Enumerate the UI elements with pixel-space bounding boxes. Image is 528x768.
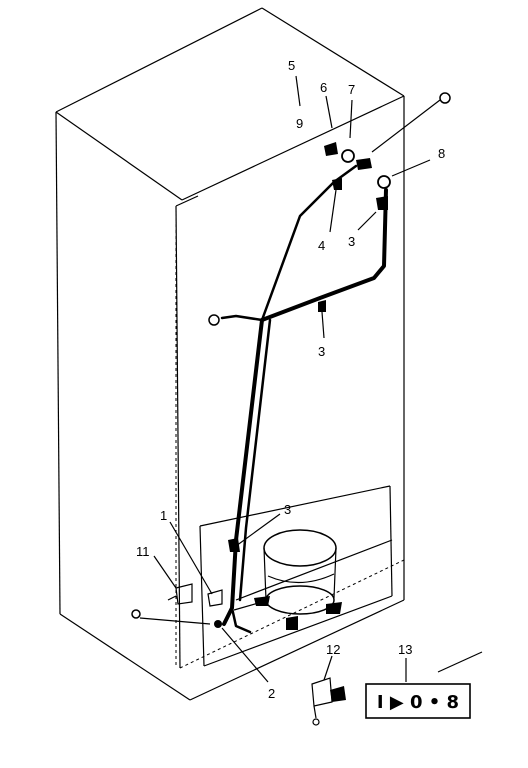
compressor-compartment <box>199 485 393 667</box>
callout-9: 9 <box>296 116 303 131</box>
callout-6: 6 <box>320 80 327 95</box>
kit-label-text: I ▶ 0 • 8 <box>377 692 459 713</box>
leader-lines <box>139 75 483 683</box>
callout-7: 7 <box>348 82 355 97</box>
ground-ring-terminal <box>439 92 451 104</box>
callout-3-middle: 3 <box>318 344 325 359</box>
callout-3-top: 3 <box>348 234 355 249</box>
callout-numbers: 5 9 6 7 8 4 3 3 3 1 11 2 12 13 <box>136 58 445 701</box>
water-valve <box>311 677 346 726</box>
callout-11: 11 <box>136 544 150 559</box>
compressor <box>233 529 342 630</box>
callout-13: 13 <box>398 642 412 657</box>
callout-3-lower: 3 <box>284 502 291 517</box>
callout-2: 2 <box>268 686 275 701</box>
components <box>131 92 451 726</box>
callout-1: 1 <box>160 508 167 523</box>
cabinet-outline <box>55 7 405 701</box>
callout-4: 4 <box>318 238 325 253</box>
callout-5: 5 <box>288 58 295 73</box>
ring-terminal <box>208 314 220 326</box>
wiring-harness <box>220 164 388 634</box>
callout-12: 12 <box>326 642 340 657</box>
kit-label-box: I ▶ 0 • 8 <box>365 683 471 719</box>
callout-8: 8 <box>438 146 445 161</box>
